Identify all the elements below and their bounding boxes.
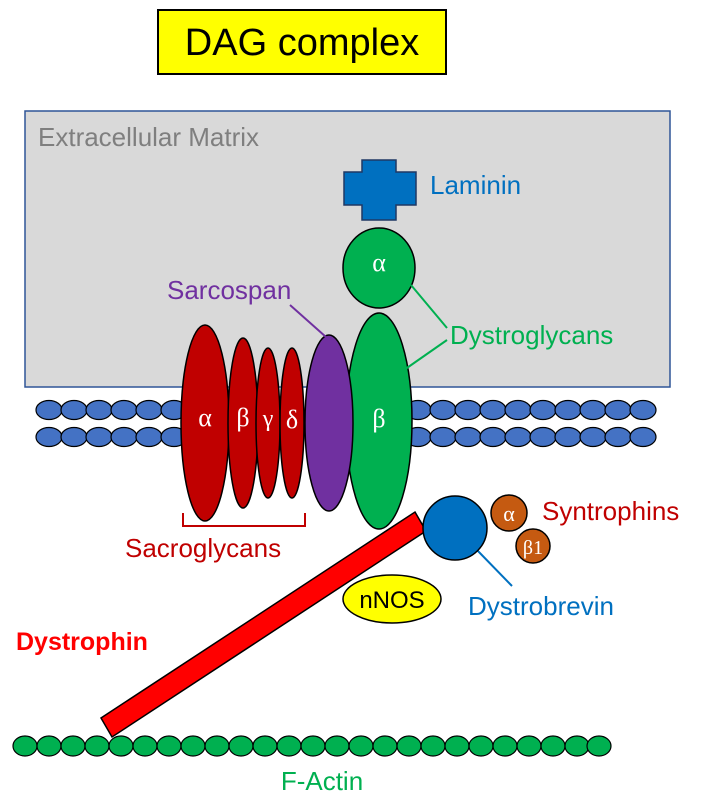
f-actin: F-Actin [12, 735, 612, 796]
dystrobrevin-shape [422, 495, 488, 561]
extracellular-matrix-label: Extracellular Matrix [38, 122, 259, 152]
f-actin-label: F-Actin [281, 766, 363, 796]
dystrobrevin: Dystrobrevin [422, 495, 614, 621]
dystrophin-rod [99, 510, 428, 739]
delta-sarcoglycan-symbol: δ [286, 405, 298, 434]
alpha-dystroglycan [342, 227, 416, 309]
alpha-dystroglycan-symbol: α [372, 248, 386, 277]
sarcoglycans: α β γ δ Sacroglycans [125, 324, 306, 563]
nnos: nNOS [342, 574, 442, 624]
gamma-sarcoglycan-symbol: γ [262, 406, 274, 432]
alpha-sarcoglycan-symbol: α [198, 403, 212, 432]
delta-sarcoglycan [279, 347, 305, 499]
dystrophin: Dystrophin [16, 510, 428, 739]
membrane-top-right [404, 399, 657, 421]
laminin-label: Laminin [430, 170, 521, 200]
f-actin-beads [12, 735, 612, 757]
nnos-shape [342, 574, 442, 624]
sacroglycans-bracket [182, 513, 306, 527]
dystrophin-label: Dystrophin [16, 628, 148, 656]
beta1-syntrophin [515, 528, 551, 564]
membrane-bilayer [35, 399, 657, 448]
dystrobrevin-label: Dystrobrevin [468, 591, 614, 621]
membrane-bottom-right [404, 426, 657, 448]
dystroglycan-pointer-alpha [410, 284, 448, 329]
nnos-label: nNOS [359, 587, 424, 614]
sarcospan: Sarcospan [167, 275, 354, 512]
dystrobrevin-pointer [475, 548, 513, 587]
dystroglycan-pointer-beta [403, 339, 448, 371]
beta1-syntrophin-symbol: β1 [523, 537, 543, 559]
sarcospan-shape [304, 334, 354, 512]
syntrophins: α β1 Syntrophins [490, 494, 679, 564]
beta-sarcoglycan-symbol: β [236, 403, 249, 432]
alpha-syntrophin [490, 494, 528, 532]
dystroglycans-label: Dystroglycans [450, 320, 613, 350]
laminin-cross-shape [343, 159, 417, 221]
beta-dystroglycan-symbol: β [372, 404, 385, 433]
syntrophins-label: Syntrophins [542, 496, 679, 526]
sarcospan-pointer [289, 304, 327, 338]
title-text: DAG complex [185, 22, 419, 64]
laminin: Laminin [343, 159, 521, 221]
sacroglycans-label: Sacroglycans [125, 533, 281, 563]
alpha-syntrophin-symbol: α [503, 501, 515, 526]
title-box: DAG complex [157, 9, 447, 75]
sarcospan-label: Sarcospan [167, 275, 291, 305]
membrane-bottom-left [35, 426, 188, 448]
membrane-top-left [35, 399, 188, 421]
dystroglycans: α β Dystroglycans [342, 227, 613, 530]
